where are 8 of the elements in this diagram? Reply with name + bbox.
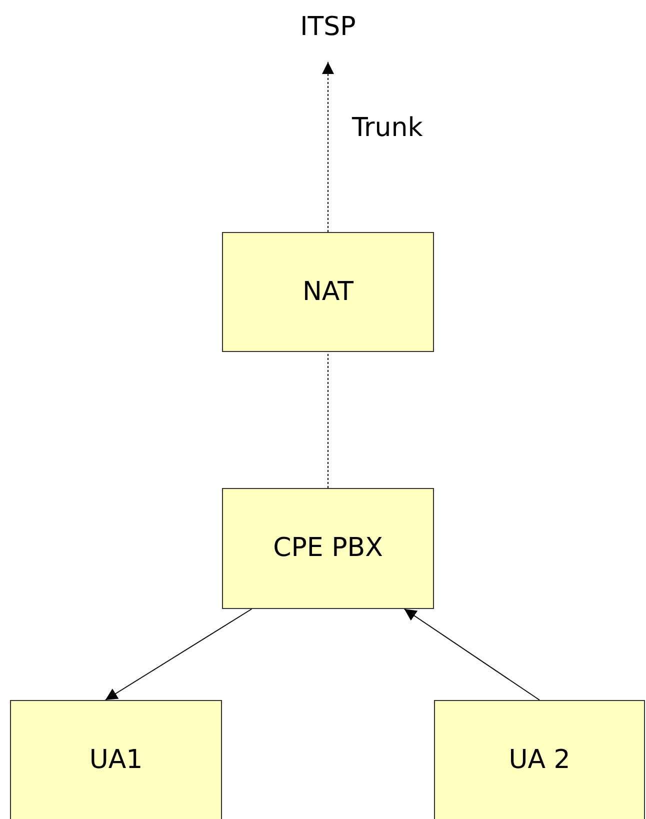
arrow xyxy=(404,608,540,700)
arrow xyxy=(104,608,252,700)
process-box: UA1 xyxy=(10,700,222,819)
process-box: UA 2 xyxy=(434,700,645,819)
process-box: NAT xyxy=(222,232,434,352)
process-box: CPE PBX xyxy=(222,488,434,609)
node-label: ITSP xyxy=(278,8,378,62)
arrow xyxy=(322,62,334,232)
